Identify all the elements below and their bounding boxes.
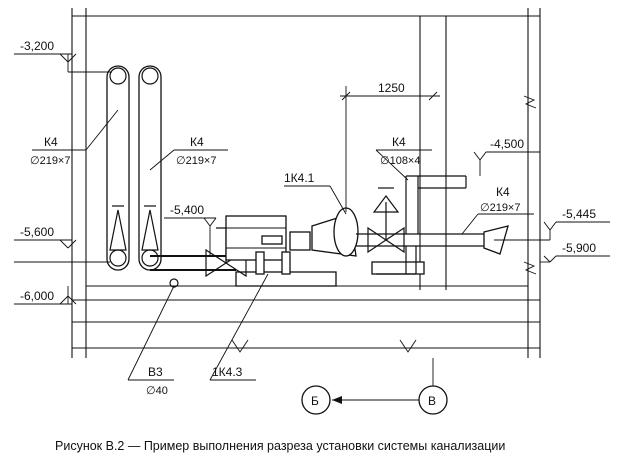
pipe-code-label: К4	[496, 185, 510, 199]
pipe-code-label: К4	[44, 135, 58, 149]
level-marks	[14, 53, 610, 305]
pipe-size-label: ∅219×7	[176, 155, 216, 167]
pipe-code-label: К4	[190, 135, 204, 149]
equipment-label: 1К4.1	[284, 171, 315, 185]
level-label: -4,500	[490, 137, 524, 151]
level-label: -6,000	[20, 289, 54, 303]
building-structure	[71, 8, 541, 358]
pipe-size-label: ∅219×7	[30, 155, 70, 167]
level-label: -3,200	[20, 39, 54, 53]
pipe-size-label: ∅40	[146, 385, 168, 397]
level-label: -5,600	[20, 225, 54, 239]
level-label: -5,400	[170, 203, 204, 217]
pump-assembly	[150, 175, 509, 288]
level-label: -5,900	[562, 241, 596, 255]
dimension-label: 1250	[378, 81, 405, 95]
axis-markers	[301, 358, 448, 415]
leader-lines	[32, 109, 534, 381]
equipment-label: 1К4.3	[212, 365, 243, 379]
pipe-code-label: В3	[148, 365, 163, 379]
level-label: -5,445	[562, 207, 596, 221]
figure-caption: Рисунок В.2 — Пример выполнения разреза …	[55, 439, 505, 453]
dimension-line	[340, 86, 440, 212]
axis-label: В	[428, 394, 436, 408]
pipe-size-label: ∅219×7	[480, 202, 520, 214]
pipe-code-label: К4	[392, 135, 406, 149]
pipe-size-label: ∅108×4	[380, 155, 420, 167]
axis-label: Б	[311, 394, 319, 408]
